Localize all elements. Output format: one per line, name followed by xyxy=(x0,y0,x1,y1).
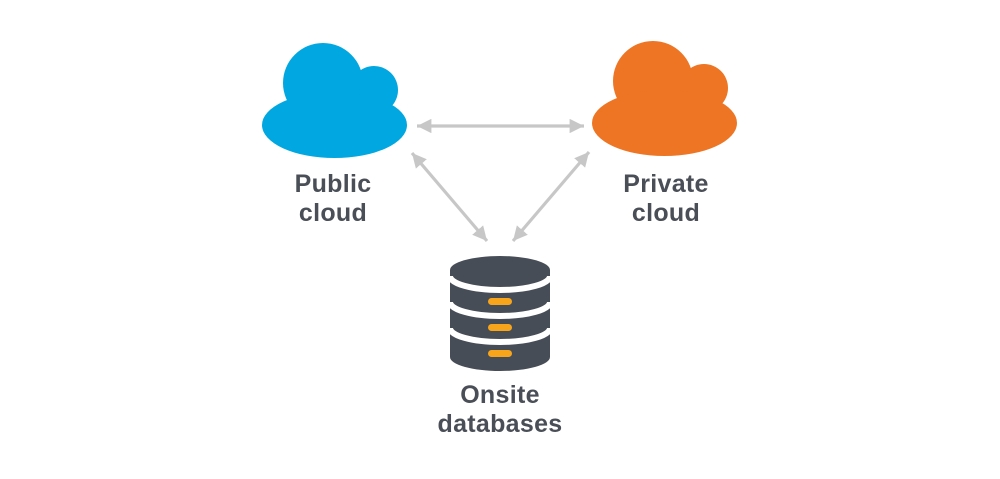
onsite-databases-label-line2: databases xyxy=(437,410,563,438)
private-cloud-label-line2: cloud xyxy=(631,199,701,227)
arrow-private-database xyxy=(511,150,591,243)
onsite-databases-label-line1: Onsite xyxy=(460,381,540,409)
private-cloud-label: Private cloud xyxy=(566,170,766,228)
arrow-public-database xyxy=(410,151,489,243)
private-cloud-label-line1: Private xyxy=(623,170,709,198)
cloud-icon xyxy=(262,43,407,158)
public-cloud-label-line1: Public xyxy=(294,170,372,198)
public-cloud-label-line2: cloud xyxy=(298,199,368,227)
database-icon xyxy=(450,256,550,371)
onsite-databases-label: Onsite databases xyxy=(380,381,620,439)
cloud-icon xyxy=(592,41,737,156)
public-cloud-label: Public cloud xyxy=(233,170,433,228)
